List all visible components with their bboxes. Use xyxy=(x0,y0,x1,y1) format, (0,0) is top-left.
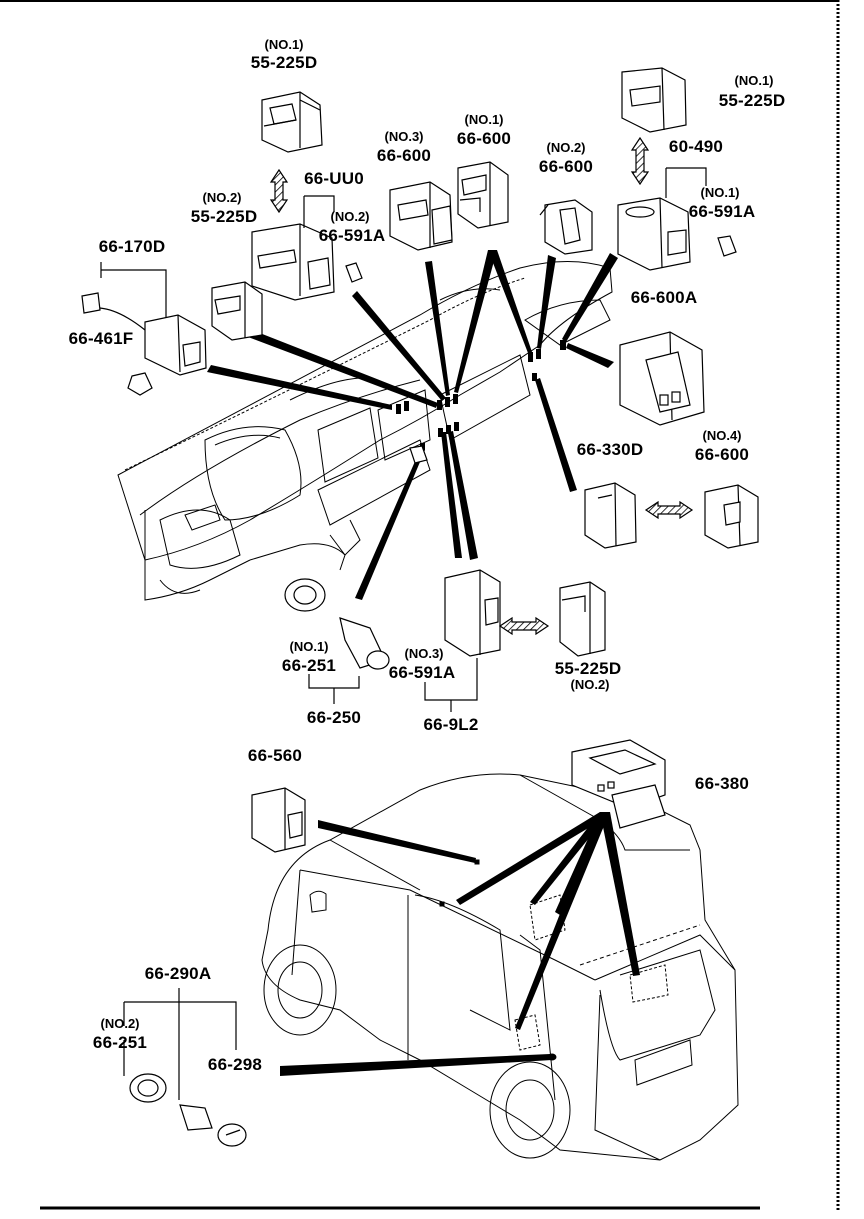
part-number: 55-225D xyxy=(190,207,258,226)
van-drawing xyxy=(261,773,739,1161)
part-number: 66-250 xyxy=(306,708,362,727)
part-number: 66-591A xyxy=(688,202,756,221)
page-frame xyxy=(0,0,840,1210)
bracket-lines xyxy=(100,167,707,1100)
part-number: 55-225D xyxy=(250,53,318,72)
part-number: 66-170D xyxy=(98,237,166,256)
part-note: (NO.2) xyxy=(100,1016,140,1031)
part-number: 66-591A xyxy=(318,226,386,245)
part-number: 66-560 xyxy=(247,746,303,765)
part-number: 66-600A xyxy=(630,288,698,307)
part-note: (NO.1) xyxy=(464,112,504,127)
part-number: 66-9L2 xyxy=(423,715,479,734)
part-note: (NO.1) xyxy=(289,639,329,654)
bulb-icon xyxy=(127,235,737,464)
part-note: (NO.2) xyxy=(546,140,586,155)
part-number: 55-225D xyxy=(554,659,622,678)
double-arrows xyxy=(269,136,694,636)
part-number: 66-600 xyxy=(376,146,432,165)
part-number: 66-UU0 xyxy=(304,169,364,188)
part-note: (NO.2) xyxy=(202,190,242,205)
part-number: 66-600 xyxy=(538,157,594,176)
part-note: (NO.1) xyxy=(700,185,740,200)
part-note: (NO.4) xyxy=(702,428,742,443)
part-note: (NO.3) xyxy=(384,129,424,144)
part-number: 66-600 xyxy=(694,445,750,464)
part-note: (NO.2) xyxy=(570,677,610,692)
van-leaders xyxy=(280,812,640,1076)
part-note: (NO.3) xyxy=(404,646,444,661)
part-note: (NO.1) xyxy=(734,73,774,88)
switch-icons-bottom xyxy=(129,739,666,1147)
part-number: 66-600 xyxy=(456,129,512,148)
part-note: (NO.1) xyxy=(264,37,304,52)
dashboard-leaders xyxy=(207,250,618,600)
part-number: 66-251 xyxy=(281,656,337,675)
part-note: (NO.2) xyxy=(330,209,370,224)
part-number: 66-251 xyxy=(92,1033,148,1052)
switch-icons-top xyxy=(81,67,759,670)
part-number: 66-461F xyxy=(68,329,134,348)
part-number: 55-225D xyxy=(718,91,786,110)
part-number: 66-380 xyxy=(694,774,750,793)
part-number: 60-490 xyxy=(668,137,724,156)
part-number: 66-290A xyxy=(144,964,212,983)
part-number: 66-591A xyxy=(388,663,456,682)
dashboard-drawing xyxy=(117,261,613,601)
part-number: 66-330D xyxy=(576,440,644,459)
part-number: 66-298 xyxy=(207,1055,263,1074)
